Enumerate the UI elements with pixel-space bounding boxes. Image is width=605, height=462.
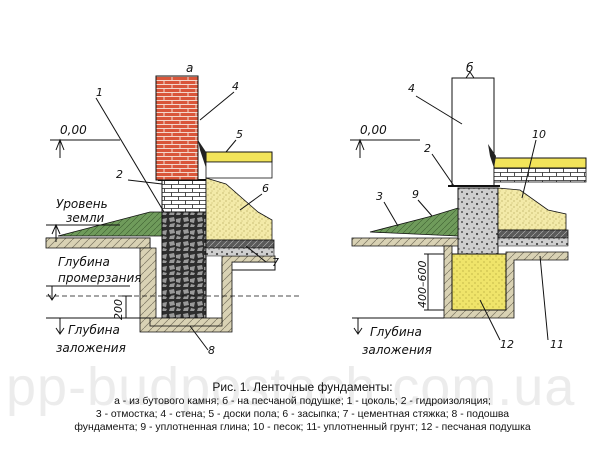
level-mark-right: 0,00 <box>360 123 387 137</box>
label-1-left: 1 <box>96 86 103 99</box>
label-11-right: 11 <box>550 338 564 351</box>
label-4-left: 4 <box>232 80 239 93</box>
caption-line-2: 3 - отмостка; 4 - стена; 5 - доски пола;… <box>95 409 510 420</box>
floor-boards-left <box>205 151 273 163</box>
cement-screed-right <box>497 229 569 239</box>
label-2-left: 2 <box>116 168 123 181</box>
label-2-right: 2 <box>424 142 431 155</box>
base-depth-label-right-1: Глубина <box>370 325 422 339</box>
plinth-left <box>161 179 207 213</box>
label-6-left: 6 <box>262 182 269 195</box>
label-7-left: 7 <box>272 256 279 269</box>
brick-wall <box>155 75 199 181</box>
rubble-foundation <box>161 211 207 319</box>
letter-b: б <box>466 61 474 75</box>
label-10-right: 10 <box>532 128 546 141</box>
ground-level-label-2: земли <box>66 211 104 225</box>
level-mark-left: 0,00 <box>60 123 87 137</box>
caption-line-3: фундамента; 9 - уплотненная глина; 10 - … <box>74 422 531 433</box>
base-depth-label-right-2: заложения <box>362 343 432 357</box>
label-8-left: 8 <box>208 344 215 357</box>
label-5-left: 5 <box>236 128 243 141</box>
concrete-foundation <box>457 187 499 255</box>
label-9-right: 9 <box>412 188 419 201</box>
base-depth-label-left-1: Глубина <box>68 323 120 337</box>
cement-screed-left <box>205 239 275 249</box>
ground-level-label-1: Уровень <box>56 197 108 211</box>
base-depth-label-left-2: заложения <box>56 341 126 355</box>
figure-caption: Рис. 1. Ленточные фундаменты: а - из бут… <box>0 380 605 434</box>
label-4-right: 4 <box>408 82 415 95</box>
freeze-depth-label-1: Глубина <box>58 255 110 269</box>
figure-b: 0,00 400–600 Глубина заложения б 4 2 3 9… <box>350 61 587 357</box>
label-12-right: 12 <box>500 338 514 351</box>
dim-200: 200 <box>112 299 125 320</box>
floor-boards-right <box>493 157 587 169</box>
blind-area-right <box>369 207 459 237</box>
sand-cushion <box>451 253 507 311</box>
sand-backfill-right <box>497 187 567 231</box>
dim-400-600: 400–600 <box>416 261 429 309</box>
letter-a: а <box>186 61 193 75</box>
freeze-depth-label-2: промерзания <box>58 271 141 285</box>
caption-title: Рис. 1. Ленточные фундаменты: <box>212 380 393 394</box>
wall-right <box>451 77 495 187</box>
label-3-right: 3 <box>376 190 383 203</box>
caption-line-1: а - из бутового камня; б - на песчаной п… <box>114 396 491 407</box>
figure-a: 0,00 Уровень земли Глубина промерзания 2… <box>45 61 300 357</box>
